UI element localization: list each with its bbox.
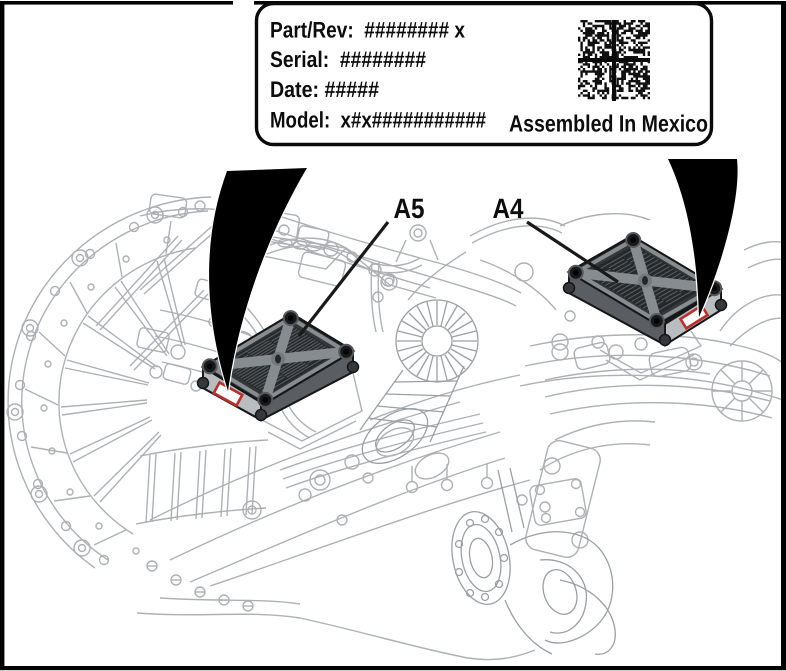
- svg-text:Assembled In Mexico: Assembled In Mexico: [509, 111, 708, 137]
- svg-text:Model: x#x###########: Model: x#x###########: [270, 108, 486, 133]
- svg-text:Serial: ########: Serial: ########: [270, 47, 426, 72]
- svg-text:Date: #####: Date: #####: [270, 77, 379, 102]
- svg-text:A5: A5: [394, 193, 425, 224]
- svg-text:A4: A4: [493, 193, 524, 224]
- svg-text:Part/Rev: ######## x: Part/Rev: ######## x: [270, 18, 465, 43]
